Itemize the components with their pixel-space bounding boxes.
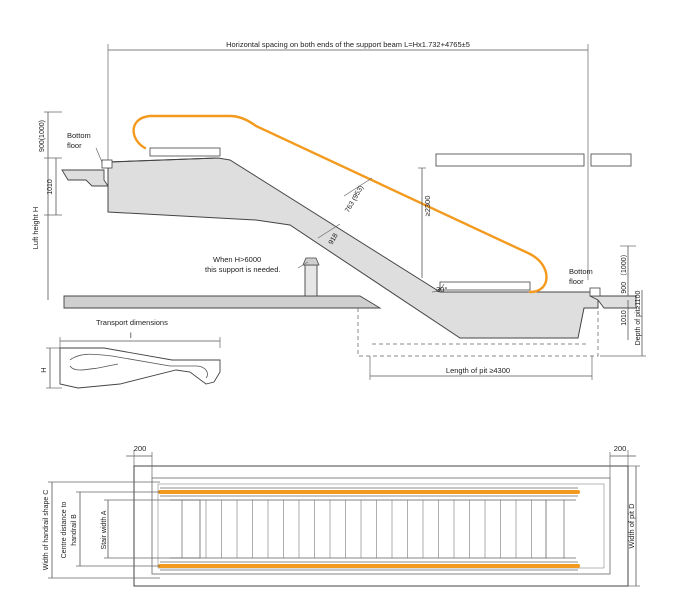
lift-height-label: Luft height H: [31, 207, 40, 250]
centre-distance-line1: Centre distance to: [61, 501, 68, 558]
margin-left-label: 200: [134, 444, 147, 453]
transport-outline: [59, 347, 221, 389]
top-landing-floor: Bottom floor: [61, 131, 109, 187]
margin-right-label: 200: [614, 444, 627, 453]
transport-height-label: H: [39, 367, 48, 372]
pit-width-label: Width of pit D: [627, 503, 636, 549]
stair-width-label: Stair width A: [101, 510, 108, 549]
plan-margin-dimensions: 200 200: [126, 444, 636, 478]
centre-distance-line2: handrail B: [71, 514, 78, 546]
intermediate-support: When H>6000 this support is needed.: [205, 255, 320, 297]
clearance-label: ≥2300: [423, 196, 432, 217]
handrail-side: [132, 114, 548, 294]
clearance-dimension: ≥2300: [418, 167, 432, 278]
pit-length-dimension: Length of pit ≥4300: [369, 356, 593, 380]
beam-spacing-label: Horizontal spacing on both ends of the s…: [226, 40, 470, 49]
height-900-top-label: 900(1000): [39, 120, 46, 152]
escalator-truss: [107, 157, 599, 339]
incline-angle: 30°: [431, 283, 447, 294]
pit-depth-label: Depth of pit≥1100: [635, 291, 642, 346]
step-lines: [205, 500, 532, 558]
height-1010-top-label: 1010: [47, 179, 54, 195]
transport-dimensions: Transport dimensions l H: [39, 318, 221, 389]
height-1010-right-label: 1010: [621, 310, 628, 326]
upper-floor-slab: [435, 153, 632, 167]
handrail-shape-width-label: Width of handrail shape C: [43, 490, 50, 571]
bottom-floor-top-line2: floor: [67, 141, 82, 150]
height-900-right-label: 900 （1000）: [620, 250, 628, 293]
support-note-line1: When H>6000: [213, 255, 261, 264]
bottom-floor-right-line1: Bottom: [569, 267, 593, 276]
landing-plates: [101, 147, 531, 291]
side-view: Horizontal spacing on both ends of the s…: [31, 40, 646, 380]
support-note-line2: this support is needed.: [205, 265, 280, 274]
plan-width-dimensions-left: Width of handrail shape C Centre distanc…: [43, 481, 200, 579]
pit-length-label: Length of pit ≥4300: [446, 366, 510, 375]
left-height-dimensions: 900(1000) 1010 Luft height H: [31, 111, 62, 300]
dim-918-label: 918: [328, 232, 340, 246]
right-height-dimensions: 900 （1000） 1010 Depth of pit≥1100: [600, 245, 646, 357]
transport-length-label: l: [130, 331, 132, 340]
bottom-landing-floor: Bottom floor: [569, 267, 637, 309]
plan-width-dimension-right: Width of pit D: [627, 465, 640, 587]
bottom-floor-top-line1: Bottom: [67, 131, 91, 140]
beam-spacing-dimension: Horizontal spacing on both ends of the s…: [107, 40, 589, 280]
transport-title: Transport dimensions: [96, 318, 168, 327]
transport-inner: [69, 353, 208, 379]
bottom-floor-right-line2: floor: [569, 277, 584, 286]
ground-floor-slab: [63, 295, 382, 309]
plan-view: 200 200 Width of handrail shape C Centre…: [43, 444, 640, 587]
angle-label: 30°: [436, 285, 447, 294]
